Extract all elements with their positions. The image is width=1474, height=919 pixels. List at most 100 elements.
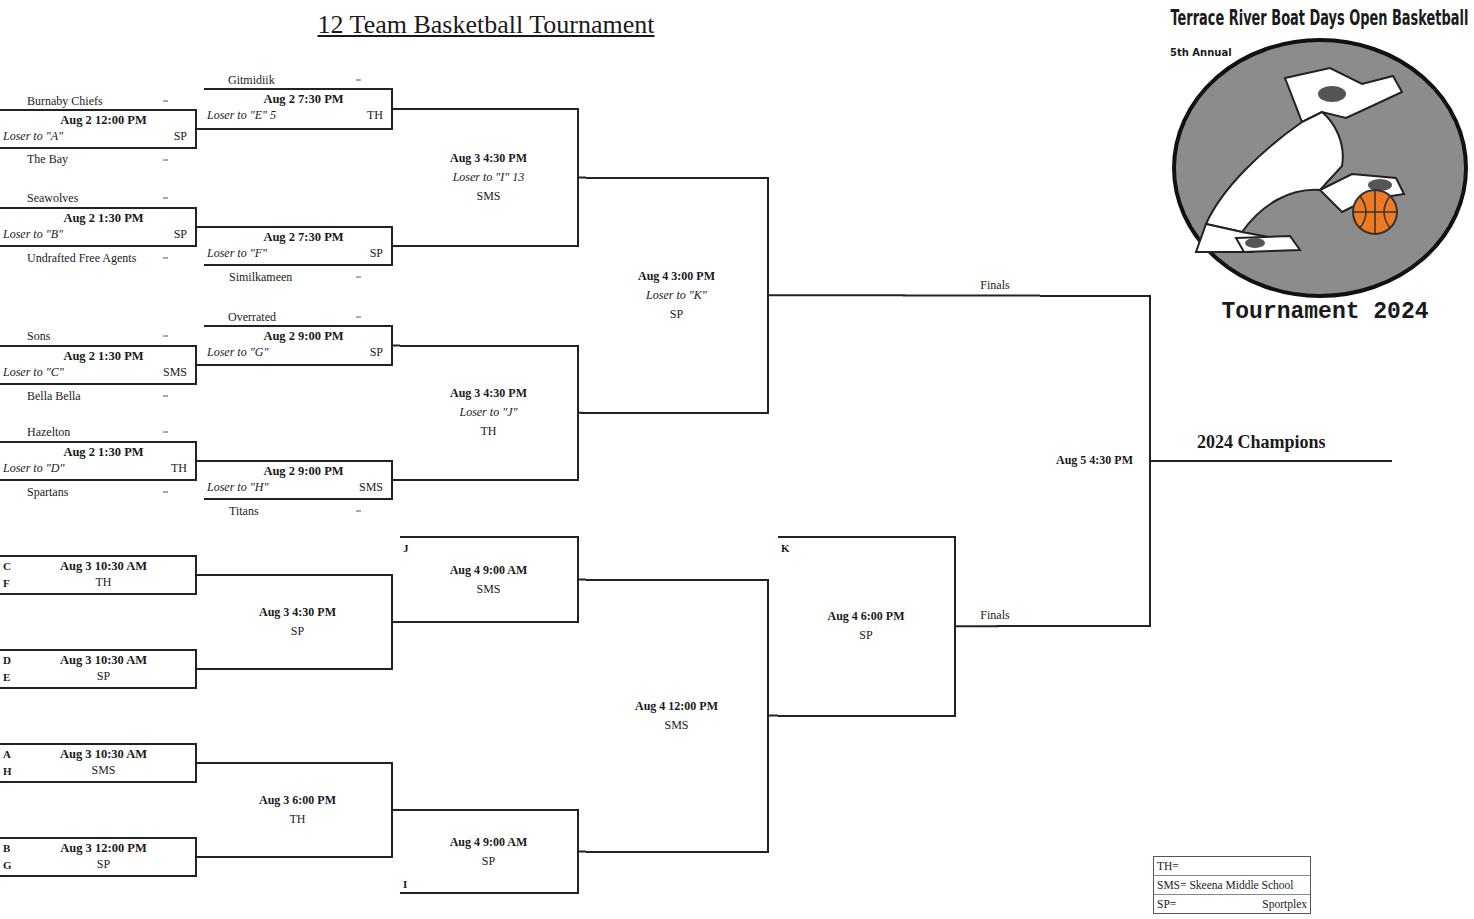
venue-code: TH	[290, 810, 306, 829]
time-row: Aug 3 10:30 AM	[20, 746, 187, 762]
seed-letter: F	[3, 576, 10, 590]
edge-label: Finals	[978, 608, 1011, 622]
game-time: Aug 2 1:30 PM	[63, 445, 143, 459]
game-time: Aug 4 3:00 PM	[638, 267, 715, 286]
game-box: Aug 3 4:30 PMLoser to "J"TH	[400, 345, 579, 482]
bracket-connector	[768, 294, 1040, 296]
venue-code: SP	[174, 226, 187, 242]
game-time: Aug 4 6:00 PM	[828, 607, 905, 626]
key-row: SMS= Skeena Middle School	[1154, 876, 1310, 895]
bracket-connector	[196, 226, 204, 228]
venue-key-table: TH=SMS= Skeena Middle SchoolSP=Sportplex	[1153, 856, 1311, 914]
seed-letter: G	[3, 858, 12, 872]
time-row: Aug 2 1:30 PM	[20, 210, 187, 226]
game-time: Aug 3 10:30 AM	[60, 653, 147, 667]
key-cell: TH=	[1157, 857, 1179, 875]
bracket-connector	[578, 579, 586, 581]
dropdown-marks	[163, 80, 361, 511]
logo-title: Terrace River Boat Days Open Basketball	[1170, 5, 1468, 31]
loser-note: Loser to "C"	[3, 364, 64, 380]
game-time: Aug 3 10:30 AM	[60, 747, 147, 761]
bracket-connector	[392, 108, 400, 110]
bracket-connector	[392, 809, 400, 811]
bracket-connector	[578, 412, 586, 414]
key-cell: SP=	[1157, 895, 1176, 913]
time-row: Aug 3 10:30 AM	[20, 652, 187, 668]
key-row: TH=	[1154, 857, 1310, 876]
venue-code: SMS	[91, 762, 115, 778]
game-box: Aug 4 12:00 PMSMS	[586, 579, 769, 853]
seed-letter: C	[3, 559, 11, 573]
venue-code: SMS	[359, 479, 383, 495]
game-time: Aug 3 6:00 PM	[259, 791, 336, 810]
team-name: Titans	[229, 504, 259, 518]
info-row: Loser to "E" 5TH	[207, 107, 383, 123]
seed-letter: E	[3, 670, 10, 684]
team-name: Gitmidiik	[228, 73, 275, 87]
game-box: Aug 3 4:30 PMSP	[204, 574, 393, 670]
game-box: Aug 2 1:30 PMLoser to "D"TH	[0, 441, 197, 481]
time-row: Aug 2 9:00 PM	[224, 328, 383, 344]
bracket-connector	[196, 856, 204, 858]
logo-footer: Tournament 2024	[1221, 299, 1428, 325]
venue-code: SP	[859, 626, 872, 645]
info-row: Loser to "G" SP	[207, 344, 383, 360]
team-name: Overrated	[228, 310, 276, 324]
info-row: Loser to "B" SP	[3, 226, 187, 242]
game-time: Aug 3 4:30 PM	[450, 384, 527, 403]
team-name: Bella Bella	[27, 389, 81, 403]
info-row: SP	[20, 856, 187, 872]
venue-code: SP	[291, 622, 304, 641]
venue-code: SP	[370, 245, 383, 261]
venue-code: SP	[370, 344, 383, 360]
info-row: TH	[20, 574, 187, 590]
game-box: Aug 4 3:00 PMLoser to "K"SP	[586, 177, 769, 415]
team-name: Similkameen	[229, 270, 292, 284]
bracket-connector	[392, 621, 400, 623]
game-time: Aug 4 9:00 AM	[450, 833, 528, 852]
logo-illustration	[1174, 40, 1466, 296]
game-time: Aug 2 12:00 PM	[60, 113, 146, 127]
game-time: Aug 4 9:00 AM	[450, 561, 528, 580]
bracket-connector	[196, 364, 204, 366]
venue-code: SP	[482, 852, 495, 871]
loser-note: Loser to "K"	[646, 286, 707, 305]
team-name: Spartans	[27, 485, 68, 499]
time-row: Aug 2 7:30 PM	[224, 229, 383, 245]
edge-label: Finals	[978, 278, 1011, 292]
time-row: Aug 3 12:00 PM	[20, 840, 187, 856]
game-box: Aug 2 12:00 PMLoser to "A"SP	[0, 109, 197, 149]
bracket-letter: I	[403, 877, 407, 891]
info-row: Loser to "C"SMS	[3, 364, 187, 380]
bracket-letter: K	[781, 541, 790, 555]
team-name: Undrafted Free Agents	[27, 251, 136, 265]
champion-label: 2024 Champions	[1197, 431, 1326, 453]
game-box: Aug 4 9:00 AMSP	[400, 809, 579, 894]
loser-note: Loser to "G"	[207, 344, 268, 360]
seed-letter: A	[3, 747, 11, 761]
logo-subtitle: 5th Annual	[1170, 46, 1232, 60]
time-row: Aug 3 10:30 AM	[20, 558, 187, 574]
venue-code: SMS	[664, 716, 688, 735]
loser-note: Loser to "I" 13	[453, 168, 525, 187]
game-box: Aug 5 4:30 PM	[1040, 295, 1151, 628]
info-row: SMS	[20, 762, 187, 778]
time-row: Aug 2 12:00 PM	[20, 112, 187, 128]
game-time: Aug 3 12:00 PM	[60, 841, 146, 855]
game-time: Aug 2 7:30 PM	[263, 92, 343, 106]
game-box: Aug 2 1:30 PMLoser to "B" SP	[0, 207, 197, 247]
venue-code: SMS	[476, 580, 500, 599]
loser-note: Loser to "B"	[3, 226, 63, 242]
game-box: Aug 3 6:00 PMTH	[204, 762, 393, 858]
game-box: Aug 3 10:30 AMSP	[0, 649, 197, 689]
chart-title: 12 Team Basketball Tournament	[318, 10, 655, 40]
bracket-connector	[768, 715, 778, 717]
seed-letter: D	[3, 653, 11, 667]
loser-note: Loser to "H"	[207, 479, 268, 495]
game-box: Aug 3 10:30 AMTH	[0, 555, 197, 595]
venue-code: SMS	[476, 187, 500, 206]
game-box: Aug 4 6:00 PMSP	[778, 536, 956, 717]
loser-note: Loser to "D"	[3, 460, 64, 476]
bracket-connector	[196, 668, 204, 670]
seed-letter: H	[3, 764, 12, 778]
